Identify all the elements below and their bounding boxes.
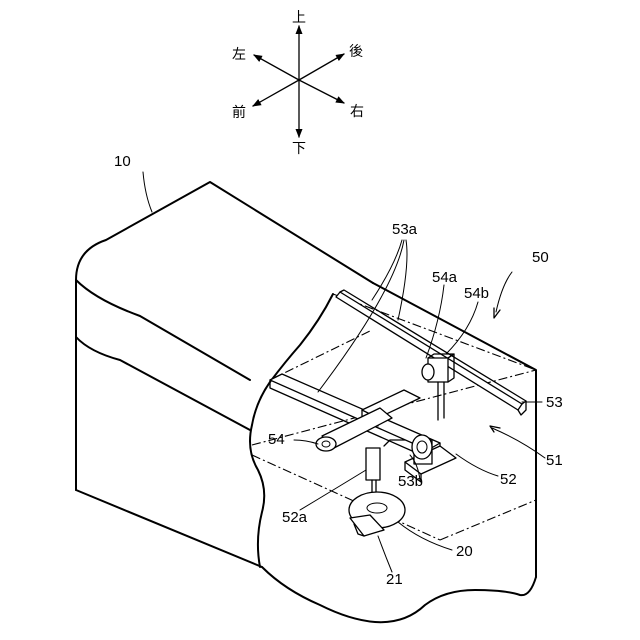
label-52a: 52a bbox=[282, 509, 308, 526]
label-21: 21 bbox=[386, 571, 403, 588]
rail-53 bbox=[336, 290, 526, 415]
leader-lines bbox=[143, 172, 545, 572]
label-53b: 53b bbox=[398, 473, 423, 490]
arrow-front-icon bbox=[253, 80, 299, 106]
direction-right-label: 右 bbox=[350, 104, 364, 120]
label-53a: 53a bbox=[392, 221, 418, 238]
reference-labels: 10 53a 54a 54b 50 53 51 52 54 53b 52a 20… bbox=[114, 153, 563, 588]
arrow-right-icon bbox=[299, 80, 344, 103]
direction-left-label: 左 bbox=[232, 47, 246, 63]
label-52: 52 bbox=[500, 471, 517, 488]
direction-back-label: 後 bbox=[349, 44, 363, 60]
direction-compass: 上 下 左 右 前 後 bbox=[232, 10, 364, 157]
arrow-back-icon bbox=[299, 54, 344, 80]
label-20: 20 bbox=[456, 543, 473, 560]
direction-down-label: 下 bbox=[292, 141, 306, 157]
label-10: 10 bbox=[114, 153, 131, 170]
label-50: 50 bbox=[532, 249, 549, 266]
label-53: 53 bbox=[546, 394, 563, 411]
label-54a: 54a bbox=[432, 269, 458, 286]
direction-up-label: 上 bbox=[292, 10, 306, 26]
direction-front-label: 前 bbox=[232, 104, 246, 121]
label-54: 54 bbox=[268, 431, 285, 448]
arrow-left-icon bbox=[254, 55, 299, 80]
label-54b: 54b bbox=[464, 285, 489, 302]
label-51: 51 bbox=[546, 452, 563, 469]
